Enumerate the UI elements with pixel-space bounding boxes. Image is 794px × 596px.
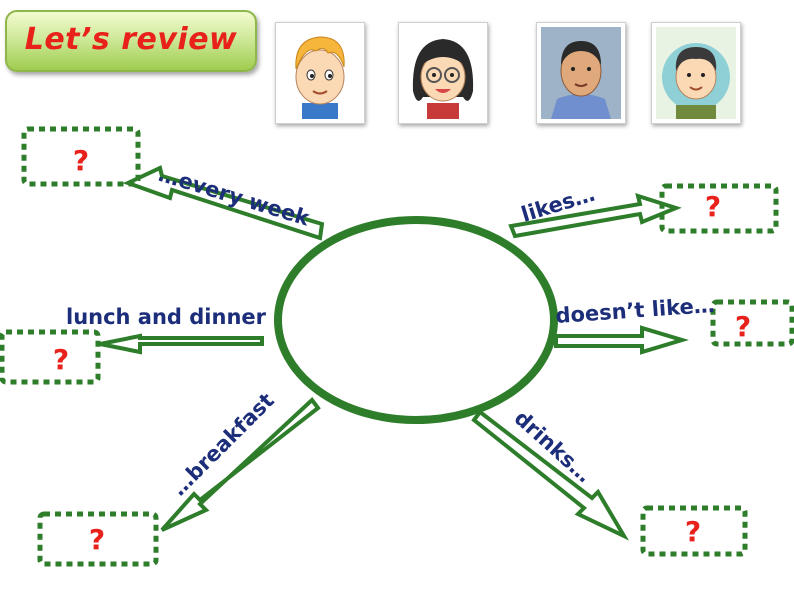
label-likes: likes… xyxy=(518,182,597,227)
center-oval xyxy=(274,216,558,424)
man-portrait-icon xyxy=(541,27,621,119)
arrow-drinks xyxy=(471,409,630,541)
arrow-lunch-dinner xyxy=(99,333,264,355)
arrow-doesnt-like xyxy=(554,325,689,355)
label-every-week: …every week xyxy=(156,162,314,231)
arrow-every-week xyxy=(122,165,325,241)
answer-box-doesnt-like xyxy=(710,299,794,347)
label-doesnt-like: doesn’t like… xyxy=(555,293,716,328)
answer-likes: ? xyxy=(705,190,721,223)
answer-box-drinks xyxy=(640,505,748,557)
answer-breakfast: ? xyxy=(89,523,105,556)
answer-box-lunch-dinner xyxy=(0,329,101,385)
portrait-blonde-boy xyxy=(275,22,365,124)
answer-lunch-dinner: ? xyxy=(53,343,69,376)
girl-with-glasses-portrait-icon xyxy=(403,27,483,119)
answer-box-breakfast xyxy=(37,511,159,567)
arrow-breakfast xyxy=(160,397,321,532)
portrait-boy xyxy=(651,22,741,124)
blonde-boy-portrait-icon xyxy=(280,27,360,119)
portrait-girl-glasses xyxy=(398,22,488,124)
title-badge: Let’s review xyxy=(5,10,257,72)
answer-doesnt-like: ? xyxy=(735,310,751,343)
boy-portrait-icon xyxy=(656,27,736,119)
page-title: Let’s review xyxy=(24,22,238,57)
answer-drinks: ? xyxy=(685,515,701,548)
arrow-likes xyxy=(508,193,682,239)
answer-box-every-week xyxy=(21,126,141,187)
portrait-man xyxy=(536,22,626,124)
label-lunch-dinner: lunch and dinner xyxy=(66,305,267,329)
answer-every-week: ? xyxy=(73,144,89,177)
